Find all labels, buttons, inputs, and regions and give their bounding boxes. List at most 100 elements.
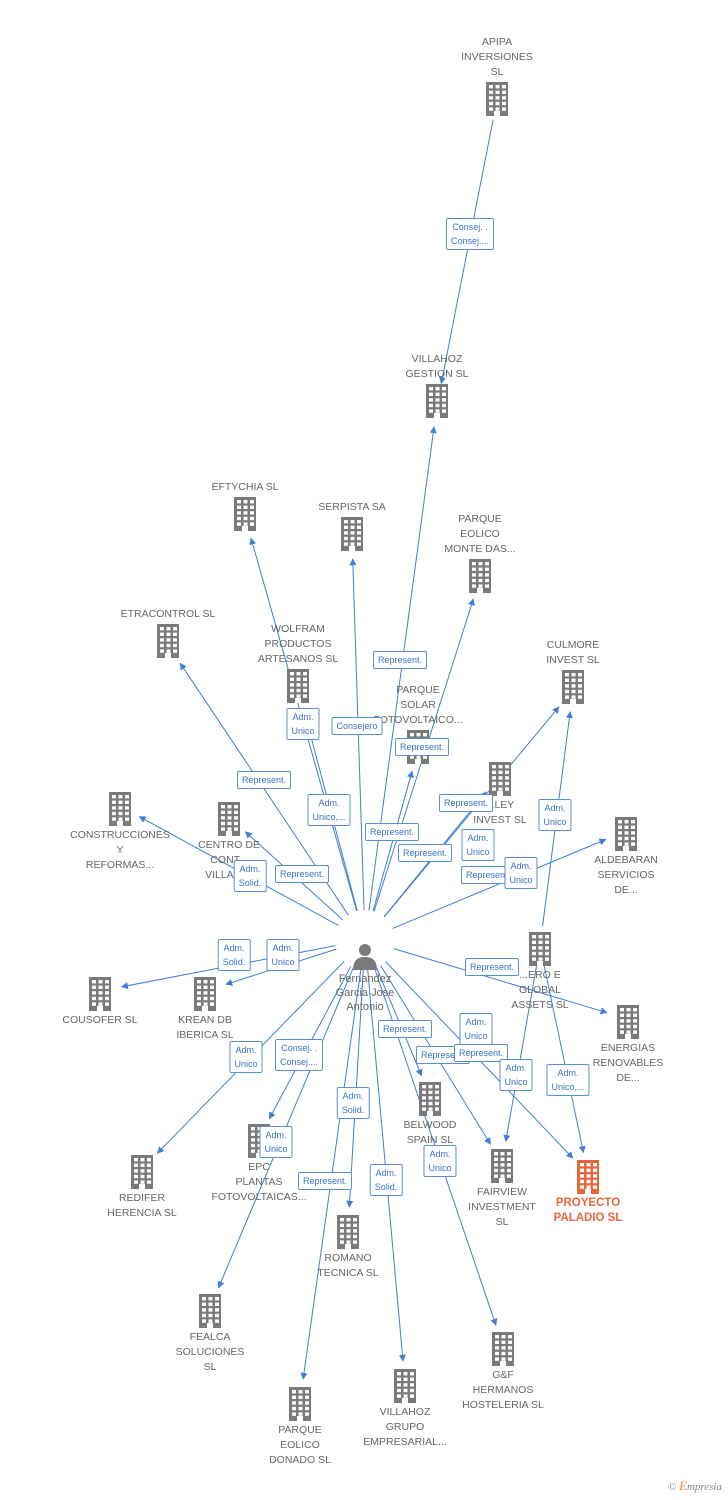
relation-label: Represent. [394,738,450,756]
edge-person-energias [393,948,608,1015]
node-label: REDIFER HERENCIA SL [107,1192,177,1219]
relation-label: Adm. Unico [266,939,300,971]
building-icon [615,817,637,851]
building-icon [234,497,256,531]
building-icon [218,802,240,836]
company-node-etracontrol[interactable]: ETRACONTROL SL [103,607,233,660]
relation-label: Represent. [274,865,330,883]
relation-label: Adm. Solid. [336,1087,370,1119]
relation-label: Adm. Solid. [233,860,267,892]
building-icon [194,977,216,1011]
relation-label: Represent. [453,1044,509,1062]
relation-label: Represent. [438,794,494,812]
relation-label: Represent. [236,771,292,789]
building-icon [287,669,309,703]
relation-label: Adm. Unico [259,1126,293,1158]
building-icon [341,517,363,551]
edge-apipa-villahoz_gestion [439,119,494,385]
relation-label: Represent. [464,958,520,976]
node-label: FEALCA SOLUCIONES SL [175,1331,245,1373]
relation-label: Adm. Unico [229,1041,263,1073]
relation-label: Consejero [331,717,383,735]
company-node-villahoz-gestion[interactable]: VILLAHOZ GESTION SL [372,352,502,420]
company-node-wolfram[interactable]: WOLFRAM PRODUCTOS ARTESANOS SL [233,622,363,705]
company-node-ero-global[interactable]: ...ERO E GLOBAL ASSETS SL [475,930,605,1013]
edge-person-parque_solar [372,770,414,912]
node-label: PARQUE EOLICO MONTE DAS... [444,513,516,555]
node-label: EPC PLANTAS FOTOVOLTAICAS... [211,1161,307,1203]
company-node-eftychia[interactable]: EFTYCHIA SL [180,480,310,533]
person-icon [353,944,377,970]
node-label: ALDEBARAN SERVICIOS DE... [594,854,658,896]
building-icon [157,624,179,658]
company-node-villahoz-grupo[interactable]: VILLAHOZ GRUPO EMPRESARIAL... [340,1367,470,1450]
company-node-parque-eolico-donado[interactable]: PARQUE EOLICO DONADO SL [235,1385,365,1468]
node-label: CONSTRUCCIONES Y REFORMAS... [70,829,170,871]
relation-label: Adm. Unico [499,1059,533,1091]
relation-label: Adm. Solid. [217,939,251,971]
building-icon [419,1082,441,1116]
building-icon [394,1369,416,1403]
company-node-belwood[interactable]: BELWOOD SPAIN SL [365,1080,495,1148]
relation-label: Adm. Unico [504,857,538,889]
relation-label: Represent. [372,651,428,669]
node-label: CULMORE INVEST SL [546,639,600,666]
person-node-person[interactable]: Fernandez Garcia Jose Antonio [300,940,430,1014]
company-node-construcciones[interactable]: CONSTRUCCIONES Y REFORMAS... [55,790,185,873]
node-label: COUSOFER SL [62,1014,138,1026]
node-label: ...ERO E GLOBAL ASSETS SL [511,969,569,1011]
building-icon [562,670,584,704]
company-node-culmore[interactable]: CULMORE INVEST SL [508,638,638,706]
company-node-energias[interactable]: ENERGIAS RENOVABLES DE... [563,1003,693,1086]
relation-label: Represent. [377,1020,433,1038]
edge-ero_global-fairview [503,965,538,1143]
edge-ero_global-proyecto_paladio [543,965,586,1154]
node-label: VILLAHOZ GRUPO EMPRESARIAL... [363,1406,447,1448]
company-node-fealca[interactable]: FEALCA SOLUCIONES SL [145,1292,275,1375]
building-icon [131,1155,153,1189]
company-node-serpista[interactable]: SERPISTA SA [287,500,417,553]
brand-footer: © Empresia [668,1478,722,1494]
relation-label: Consej. . Consej.... [274,1039,324,1071]
node-label: EFTYCHIA SL [211,481,279,493]
copyright-symbol: © [667,1481,677,1493]
relation-label: Adm. Unico [459,1013,493,1045]
node-label: VILLAHOZ GESTION SL [405,353,469,380]
company-node-redifer[interactable]: REDIFER HERENCIA SL [77,1153,207,1221]
company-node-parque-eolico-monte[interactable]: PARQUE EOLICO MONTE DAS... [415,512,545,595]
company-node-aldebaran[interactable]: ALDEBARAN SERVICIOS DE... [561,815,691,898]
company-node-krean[interactable]: KREAN DB IBERICA SL [140,975,270,1043]
brand-name: mpresia [686,1481,722,1493]
relation-label: Represent. [397,844,453,862]
node-label: ETRACONTROL SL [120,608,216,620]
relation-label: Adm. Solid. [369,1164,403,1196]
company-node-gf-hermanos[interactable]: G&F HERMANOS HOSTELERIA SL [438,1330,568,1413]
company-node-fairview[interactable]: FAIRVIEW INVESTMENT SL [437,1147,567,1230]
node-label: PARQUE EOLICO DONADO SL [269,1424,331,1466]
building-icon [491,1149,513,1183]
node-label: SERPISTA SA [318,501,386,513]
building-icon [109,792,131,826]
relation-label: Represent. [460,866,516,884]
relation-label: Adm. Unico,... [307,794,351,826]
node-label: APIPA INVERSIONES SL [461,36,533,78]
relation-label: Adm. Unico [461,829,495,861]
node-label: KREAN DB IBERICA SL [176,1014,234,1041]
brand-initial: E [679,1478,687,1493]
relation-label: Represent. [364,823,420,841]
node-label: BELWOOD SPAIN SL [403,1119,457,1146]
relation-label: Adm. Unico [286,708,320,740]
node-label: G&F HERMANOS HOSTELERIA SL [462,1369,544,1411]
company-node-cousofer[interactable]: COUSOFER SL [35,975,165,1028]
company-node-apipa[interactable]: APIPA INVERSIONES SL [432,35,562,118]
building-icon [289,1387,311,1421]
building-icon [617,1005,639,1039]
company-node-centro[interactable]: CENTRO DE CONT... VILLADI... [164,800,294,883]
building-icon [89,977,111,1011]
building-icon [426,384,448,418]
relation-label: Adm. Unico,... [546,1064,590,1096]
company-node-proyecto-paladio[interactable]: PROYECTO PALADIO SL [523,1158,653,1226]
company-node-romano[interactable]: ROMANO TECNICA SL [283,1213,413,1281]
building-icon [469,559,491,593]
